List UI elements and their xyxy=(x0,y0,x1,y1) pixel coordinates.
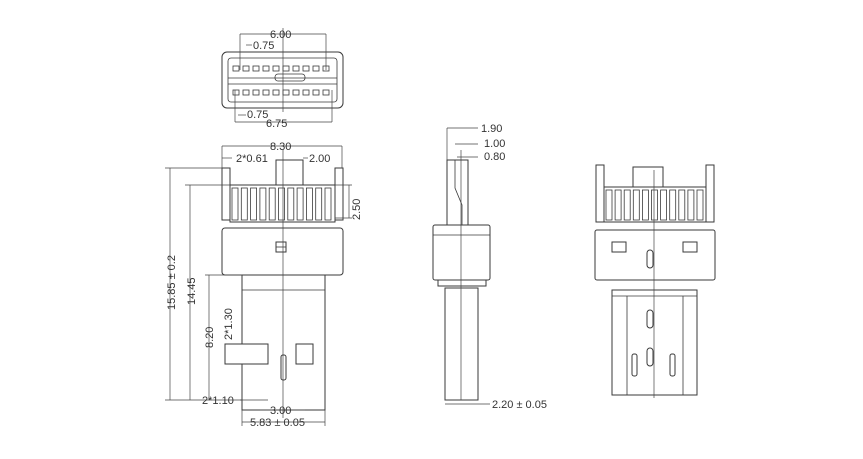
contact-fin xyxy=(669,189,677,221)
contact-fin xyxy=(268,187,276,221)
dim-0-75-top: 0.75 xyxy=(253,40,274,52)
contact-fin xyxy=(632,189,640,221)
contact-fin xyxy=(305,187,313,221)
contact-fin xyxy=(231,187,239,221)
dim-1-00: 1.00 xyxy=(484,138,505,150)
contact-pin xyxy=(262,65,270,72)
contact-pin xyxy=(322,89,330,96)
contact-fin xyxy=(678,189,686,221)
contact-pin xyxy=(232,89,240,96)
contact-pin xyxy=(312,65,320,72)
contact-pin xyxy=(272,65,280,72)
dim-2-00: 2.00 xyxy=(309,153,330,165)
contact-fin xyxy=(623,189,631,221)
contact-fin xyxy=(605,189,613,221)
dim-8-20: 8.20 xyxy=(204,327,216,348)
dim-6-00: 6.00 xyxy=(270,29,291,41)
dim-5-83: 5.83 ± 0.05 xyxy=(250,417,305,429)
dim-14-45: 14.45 xyxy=(186,277,198,305)
contact-fin xyxy=(614,189,622,221)
front-view: 8.30 2*0.61 2.00 2.50 15.85 ± 0.2 14.45 … xyxy=(165,141,363,429)
dim-3-00: 3.00 xyxy=(270,405,291,417)
contact-pin xyxy=(292,89,300,96)
contact-pin xyxy=(242,89,250,96)
contact-pin xyxy=(252,65,260,72)
dim-2x1-30: 2*1.30 xyxy=(223,308,235,340)
top-view: 6.00 0.75 0.75 6.75 xyxy=(221,28,344,130)
contact-pin xyxy=(272,89,280,96)
dim-1-90: 1.90 xyxy=(481,123,502,135)
dim-15-85: 15.85 ± 0.2 xyxy=(166,255,178,310)
dim-2-20: 2.20 ± 0.05 xyxy=(492,399,547,411)
dim-0-75-bottom: 0.75 xyxy=(247,109,268,121)
contact-pin xyxy=(302,89,310,96)
contact-fin xyxy=(660,189,667,221)
dim-0-80: 0.80 xyxy=(484,151,505,163)
dim-2x0-61: 2*0.61 xyxy=(236,153,268,165)
rear-view xyxy=(594,164,716,398)
side-view: 1.90 1.00 0.80 2.20 ± 0.05 xyxy=(432,123,547,411)
contact-pin xyxy=(232,65,240,72)
contact-fin xyxy=(240,187,248,221)
contact-fin xyxy=(259,187,267,221)
contact-fin xyxy=(315,187,323,221)
contact-fin xyxy=(250,187,258,221)
contact-fin xyxy=(324,187,332,221)
contact-fin xyxy=(287,187,295,221)
contact-pin xyxy=(242,65,250,72)
contact-fin xyxy=(687,189,695,221)
contact-fin xyxy=(696,189,704,221)
dim-6-75: 6.75 xyxy=(266,118,287,130)
contact-fin xyxy=(651,189,658,221)
contact-pin xyxy=(262,89,270,96)
contact-pin xyxy=(302,65,310,72)
contact-fin xyxy=(278,187,285,221)
contact-fin xyxy=(296,187,304,221)
contact-pin xyxy=(252,89,260,96)
contact-pin xyxy=(312,89,320,96)
dim-2-50: 2.50 xyxy=(351,199,363,220)
contact-pin xyxy=(292,65,300,72)
dim-2x1-10: 2*1.10 xyxy=(202,395,234,407)
contact-fin xyxy=(642,189,649,221)
dim-8-30: 8.30 xyxy=(270,141,291,153)
